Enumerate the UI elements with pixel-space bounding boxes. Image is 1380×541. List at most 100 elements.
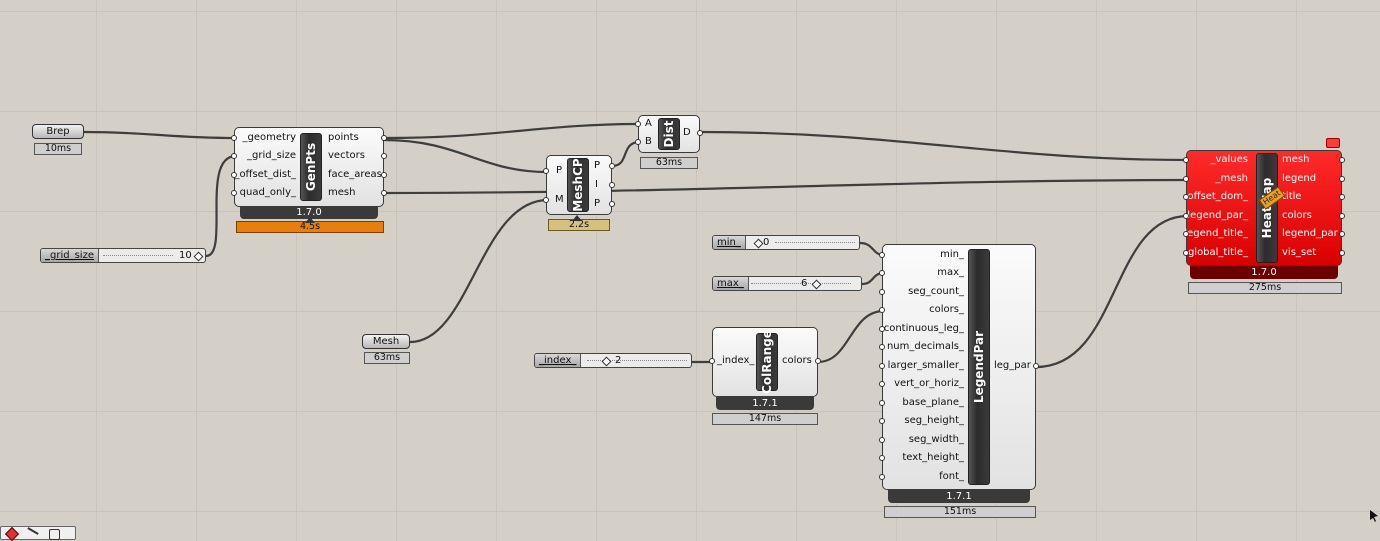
genpts-output[interactable]: vectors (328, 150, 365, 161)
port-dot[interactable] (879, 363, 885, 369)
port-dot[interactable] (879, 252, 885, 258)
port-dot[interactable] (1339, 250, 1345, 256)
port-dot[interactable] (879, 344, 885, 350)
meshcp-output[interactable]: I (595, 179, 598, 190)
wire-meshcp-dist-b[interactable] (610, 140, 642, 168)
port-dot[interactable] (697, 130, 703, 136)
heatmap-input[interactable]: _mesh (1215, 173, 1248, 184)
dist-input[interactable]: A (645, 118, 652, 129)
port-dot[interactable] (879, 455, 885, 461)
port-dot[interactable] (1339, 157, 1345, 163)
colrange-output[interactable]: colors (782, 355, 812, 366)
toolbar-icons[interactable] (0, 526, 76, 541)
port-dot[interactable] (543, 168, 549, 174)
port-dot[interactable] (879, 381, 885, 387)
port-dot[interactable] (609, 182, 615, 188)
wire-mesh-heatmap[interactable] (382, 178, 1190, 195)
genpts-output[interactable]: points (328, 132, 359, 143)
legendpar-input[interactable]: colors_ (929, 304, 964, 315)
heatmap-input[interactable]: legend_title_ (1184, 228, 1248, 239)
port-dot[interactable] (1183, 157, 1189, 163)
heatmap-output[interactable]: title (1282, 191, 1302, 202)
meshcp-output[interactable]: P (594, 160, 601, 171)
legendpar-input[interactable]: text_height_ (902, 452, 964, 463)
port-dot[interactable] (381, 153, 387, 159)
genpts-output[interactable]: mesh (328, 187, 356, 198)
heatmap-input[interactable]: global_title_ (1187, 247, 1248, 258)
port-dot[interactable] (709, 358, 715, 364)
port-dot[interactable] (879, 326, 885, 332)
port-dot[interactable] (543, 197, 549, 203)
slider-grip-icon[interactable] (193, 251, 204, 262)
grid-size-slider[interactable]: _grid_size 10 (40, 248, 206, 263)
heatmap-input[interactable]: offset_dom_ (1187, 191, 1249, 202)
slider-grip-icon[interactable] (601, 356, 612, 367)
max-slider[interactable]: max_ 6 (712, 276, 862, 291)
port-dot[interactable] (815, 358, 821, 364)
port-dot[interactable] (879, 270, 885, 276)
legendpar-input[interactable]: min_ (940, 249, 964, 260)
heatmap-output[interactable]: colors (1282, 210, 1312, 221)
dist-output[interactable]: D (683, 127, 691, 138)
port-dot[interactable] (231, 190, 237, 196)
legendpar-input[interactable]: max_ (937, 267, 964, 278)
legendpar-input[interactable]: num_decimals_ (886, 341, 964, 352)
heatmap-output[interactable]: legend_par (1282, 228, 1338, 239)
index-slider[interactable]: _index_ 2 (534, 353, 692, 368)
port-dot[interactable] (231, 172, 237, 178)
port-dot[interactable] (381, 190, 387, 196)
genpts-output[interactable]: face_areas (328, 169, 382, 180)
port-dot[interactable] (1183, 231, 1189, 237)
wire-dist-values[interactable] (698, 130, 1190, 162)
dist-input[interactable]: B (645, 136, 652, 147)
legendpar-input[interactable]: seg_count_ (908, 286, 964, 297)
tool-icon[interactable] (27, 527, 39, 535)
tool-icon[interactable] (4, 526, 20, 541)
genpts-component[interactable]: GenPts _geometry _grid_size _offset_dist… (231, 127, 387, 207)
port-dot[interactable] (879, 437, 885, 443)
port-dot[interactable] (1183, 176, 1189, 182)
heatmap-output[interactable]: vis_set (1282, 247, 1317, 258)
slider-grip-icon[interactable] (811, 279, 822, 290)
wire-mesh-meshcp[interactable] (408, 198, 550, 344)
port-dot[interactable] (1033, 363, 1039, 369)
meshcp-component[interactable]: MeshCP P M P I P (543, 155, 615, 215)
port-dot[interactable] (609, 201, 615, 207)
port-dot[interactable] (879, 418, 885, 424)
port-dot[interactable] (1183, 194, 1189, 200)
mesh-param[interactable]: Mesh (362, 334, 410, 349)
port-dot[interactable] (1183, 213, 1189, 219)
port-dot[interactable] (1339, 231, 1345, 237)
port-dot[interactable] (231, 135, 237, 141)
heatmap-input[interactable]: legend_par_ (1187, 210, 1248, 221)
port-dot[interactable] (381, 135, 387, 141)
meshcp-input[interactable]: P (556, 165, 563, 176)
port-dot[interactable] (635, 139, 641, 145)
colrange-component[interactable]: ColRange _index_ colors (709, 327, 821, 397)
wire-points-meshcp[interactable] (382, 138, 550, 174)
genpts-input[interactable]: _geometry (242, 132, 296, 143)
port-dot[interactable] (1339, 176, 1345, 182)
colrange-input[interactable]: _index_ (717, 355, 755, 366)
slider-grip-icon[interactable] (753, 238, 764, 249)
legendpar-output[interactable]: leg_par (994, 360, 1031, 371)
wire-colors-legend[interactable] (816, 309, 886, 364)
port-dot[interactable] (381, 172, 387, 178)
brep-param[interactable]: Brep (32, 124, 84, 139)
genpts-input[interactable]: quad_only_ (239, 187, 296, 198)
wire-legpar-heatmap[interactable] (1034, 214, 1190, 369)
legendpar-component[interactable]: LegendPar min_ max_ seg_count_ colors_ c… (879, 244, 1039, 490)
port-dot[interactable] (1339, 213, 1345, 219)
port-dot[interactable] (879, 400, 885, 406)
port-dot[interactable] (1183, 250, 1189, 256)
legendpar-input[interactable]: seg_width_ (908, 434, 964, 445)
genpts-input[interactable]: _offset_dist_ (234, 169, 296, 180)
port-dot[interactable] (609, 163, 615, 169)
dist-component[interactable]: Dist A B D (635, 115, 703, 153)
port-dot[interactable] (635, 121, 641, 127)
legendpar-input[interactable]: font_ (939, 471, 964, 482)
wire-gridsize[interactable] (204, 154, 238, 258)
heatmap-input[interactable]: _values (1210, 154, 1248, 165)
port-dot[interactable] (879, 289, 885, 295)
